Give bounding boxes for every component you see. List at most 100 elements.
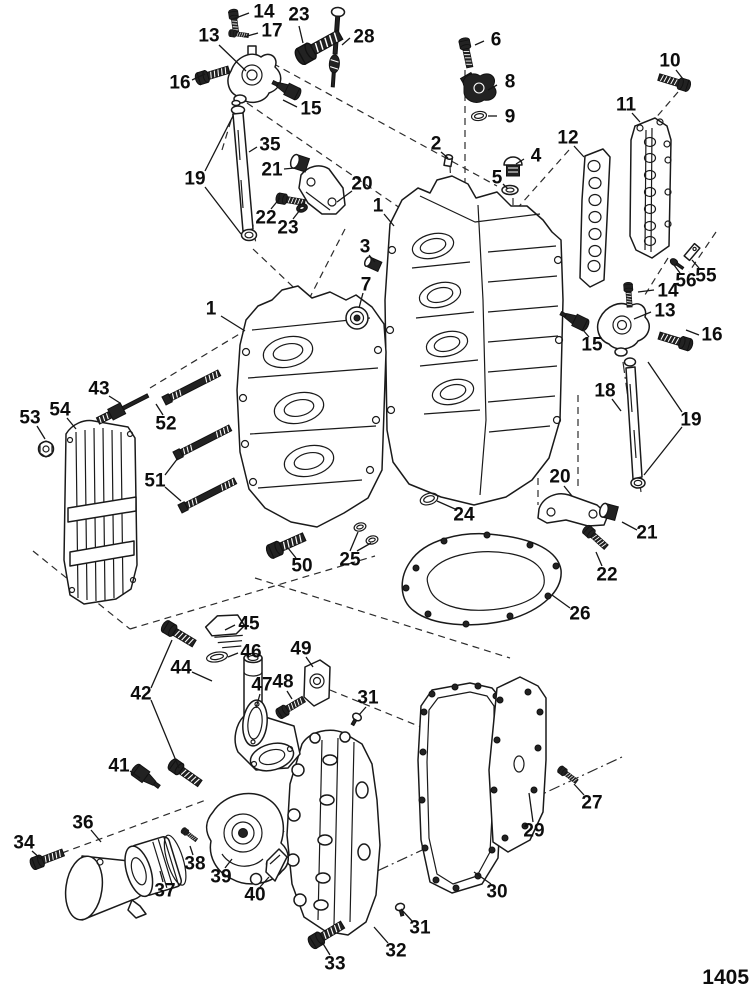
- bolt-42b: [165, 756, 205, 790]
- leader-line: [189, 845, 194, 856]
- callout-number: 42: [130, 684, 151, 705]
- plug-4: [503, 156, 523, 177]
- leader-line: [191, 671, 213, 682]
- leader-line: [90, 829, 102, 843]
- leader-line: [248, 146, 258, 153]
- callout-number: 20: [351, 174, 372, 195]
- callout-number: 40: [244, 885, 265, 906]
- callout-number: 33: [324, 954, 345, 975]
- callout-50: 50: [287, 547, 313, 577]
- oil-tube-18: [623, 357, 646, 489]
- callout-52: 52: [155, 403, 177, 435]
- callout-46: 46: [227, 642, 262, 663]
- callout-22: 22: [595, 551, 618, 586]
- callout-number: 35: [259, 135, 281, 156]
- callout-15: 15: [581, 329, 603, 356]
- leader-line: [647, 361, 683, 413]
- bolt-38: [179, 826, 199, 844]
- leader-line: [436, 500, 456, 510]
- leader-line: [224, 858, 233, 869]
- leader-line: [270, 197, 281, 210]
- leader-line: [287, 547, 297, 559]
- callout-number: 54: [49, 400, 71, 421]
- callout-25: 25: [339, 531, 372, 571]
- leader-line: [621, 521, 638, 531]
- side-plate: [63, 419, 138, 605]
- callout-number: 23: [277, 218, 298, 239]
- callout-14: 14: [637, 281, 679, 302]
- callout-number: 31: [357, 688, 379, 709]
- callout-49: 49: [290, 639, 314, 668]
- screw-56: [669, 258, 685, 270]
- bolt-22-lower: [580, 523, 611, 552]
- callout-41: 41: [108, 756, 141, 779]
- leader-line: [400, 908, 413, 922]
- callout-16: 16: [685, 325, 723, 346]
- callout-number: 27: [581, 793, 602, 814]
- leader-line: [685, 329, 700, 336]
- callout-number: 43: [88, 379, 109, 400]
- callout-17: 17: [243, 21, 283, 42]
- callout-number: 41: [108, 756, 130, 777]
- callout-23: 23: [277, 209, 301, 239]
- leader-line: [321, 941, 331, 956]
- leader-line: [282, 99, 298, 108]
- thermostat-housing-top: [227, 45, 282, 104]
- leader-line: [383, 213, 395, 227]
- leader-line: [358, 292, 364, 309]
- leader-line: [373, 926, 389, 944]
- callout-22: 22: [255, 197, 281, 229]
- callout-9: 9: [488, 107, 515, 128]
- lifting-bracket-upper: [298, 165, 346, 215]
- leader-line: [358, 706, 367, 716]
- leader-line: [440, 151, 449, 159]
- callout-number: 30: [486, 882, 507, 903]
- callout-28: 28: [341, 27, 375, 48]
- callout-13: 13: [198, 26, 247, 72]
- callout-number: 9: [505, 107, 516, 128]
- plug-3: [363, 256, 383, 273]
- leader-line: [356, 542, 372, 552]
- callout-number: 19: [680, 410, 701, 431]
- callout-32: 32: [373, 926, 407, 962]
- callout-number: 24: [453, 505, 475, 526]
- callout-number: 19: [184, 169, 205, 190]
- callout-number: 36: [72, 813, 93, 834]
- callout-number: 28: [353, 27, 374, 48]
- callout-number: 14: [657, 281, 679, 302]
- callout-35: 35: [248, 135, 281, 156]
- lifting-bracket-lower: [537, 493, 609, 527]
- callout-number: 3: [360, 237, 371, 258]
- leader-line: [691, 259, 700, 269]
- bushing-21-lower: [598, 502, 619, 521]
- leader-line: [298, 25, 304, 44]
- callout-number: 6: [491, 30, 502, 51]
- callout-31: 31: [357, 688, 379, 716]
- callout-number: 16: [701, 325, 722, 346]
- callout-7: 7: [358, 275, 372, 309]
- figure-number: 1405: [702, 966, 749, 989]
- callout-42: 42: [130, 639, 180, 769]
- wedge-gasket: [265, 848, 288, 882]
- leader-line: [341, 37, 351, 46]
- callout-number: 48: [272, 672, 293, 693]
- callout-38: 38: [184, 845, 206, 875]
- callout-number: 56: [675, 271, 696, 292]
- leader-line: [305, 656, 314, 668]
- callout-20: 20: [336, 174, 373, 203]
- callout-43: 43: [88, 379, 121, 404]
- leader-line: [673, 264, 681, 274]
- callout-number: 7: [361, 275, 372, 296]
- sensor-8: [459, 71, 497, 103]
- callout-number: 44: [170, 658, 192, 679]
- callout-3: 3: [360, 237, 376, 263]
- thermostat-housing-right: [597, 302, 650, 357]
- callout-number: 32: [385, 941, 406, 962]
- exhaust-plate: [629, 117, 672, 259]
- callout-number: 22: [596, 565, 617, 586]
- callout-51: 51: [144, 457, 182, 502]
- sensor-43: [95, 393, 150, 425]
- callout-4: 4: [515, 146, 542, 167]
